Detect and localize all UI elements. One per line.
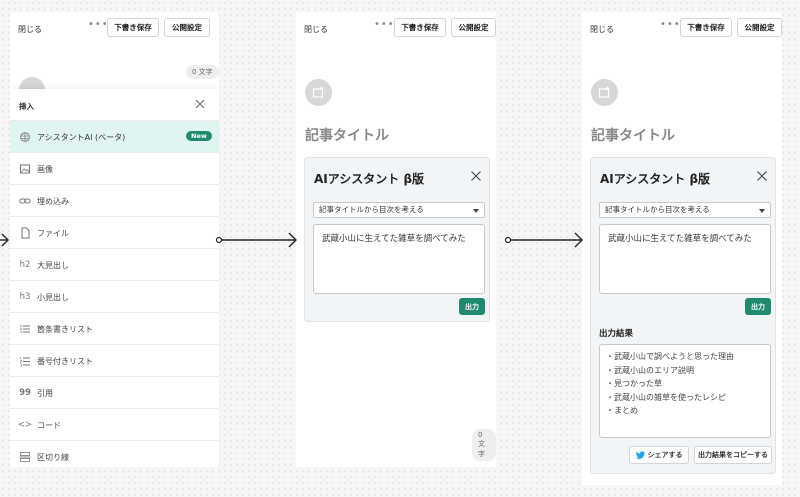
numbered-list-icon — [19, 357, 30, 367]
article-title[interactable]: 記事タイトル — [591, 128, 675, 144]
menu-item-label: 小見出し — [37, 293, 69, 302]
bullet-list-icon — [20, 325, 30, 333]
menu-item-heading-large[interactable]: h2 大見出し — [10, 248, 219, 280]
menu-item-code[interactable]: <> コード — [10, 408, 219, 440]
menu-item-label: 箇条書きリスト — [37, 325, 93, 334]
menu-item-label: ファイル — [37, 229, 69, 238]
share-button-label: シェアする — [647, 451, 683, 459]
save-draft-button[interactable]: 下書き保存 — [107, 18, 159, 37]
article-title[interactable]: 記事タイトル — [305, 128, 389, 144]
save-draft-button[interactable]: 下書き保存 — [680, 18, 732, 37]
menu-item-label: コード — [37, 421, 61, 430]
result-line: ・まとめ — [606, 406, 638, 415]
editor-panel-ai-output: 閉じる ••• 下書き保存 公開設定 記事タイトル AIアシスタント β版 記事… — [582, 12, 782, 485]
chevron-down-icon — [759, 209, 765, 213]
ai-mode-select[interactable]: 記事タイトルから目次を考える — [313, 202, 485, 218]
arrow-into-panel-1 — [0, 233, 9, 247]
menu-item-label: 大見出し — [37, 261, 69, 270]
menu-item-label: 埋め込み — [37, 197, 69, 206]
image-upload-button[interactable] — [591, 79, 618, 106]
arrow-panel-2-to-3 — [504, 232, 583, 248]
twitter-bird-icon — [635, 451, 645, 459]
more-options-icon[interactable]: ••• — [88, 19, 109, 30]
h2-icon: h2 — [19, 260, 31, 270]
ai-prompt-input[interactable]: 武蔵小山に生えてた雑草を調べてみた — [599, 224, 771, 294]
image-upload-button[interactable] — [305, 79, 332, 106]
chevron-down-icon — [473, 209, 479, 213]
publish-settings-button[interactable]: 公開設定 — [737, 18, 782, 37]
ai-assistant-box: AIアシスタント β版 記事タイトルから目次を考える 武蔵小山に生えてた雑草を調… — [304, 157, 490, 322]
menu-item-label: 番号付きリスト — [37, 357, 93, 366]
more-options-icon[interactable]: ••• — [660, 19, 681, 30]
result-label: 出力結果 — [599, 329, 634, 339]
result-line: ・武蔵小山で調べようと思った理由 — [606, 352, 734, 361]
menu-item-label: 画像 — [37, 165, 53, 174]
editor-topbar: 閉じる ••• 下書き保存 公開設定 — [10, 12, 219, 44]
ai-mode-select-value: 記事タイトルから目次を考える — [605, 205, 710, 214]
menu-item-numbered-list[interactable]: 番号付きリスト — [10, 344, 219, 376]
publish-settings-button[interactable]: 公開設定 — [451, 18, 496, 37]
code-icon: <> — [17, 420, 33, 430]
ai-submit-button[interactable]: 出力 — [745, 298, 771, 315]
close-icon[interactable] — [756, 170, 768, 182]
menu-item-file[interactable]: ファイル — [10, 216, 219, 248]
menu-item-divider[interactable]: 区切り線 — [10, 440, 219, 467]
char-count: 0 文字 — [472, 429, 496, 461]
insert-menu: 挿入 アシスタントAI (ベータ) New 画像 — [10, 89, 219, 467]
file-icon — [21, 227, 30, 239]
result-output[interactable]: ・武蔵小山で調べようと思った理由 ・武蔵小山のエリア説明 ・見つかった草 ・武蔵… — [599, 344, 771, 438]
ai-assistant-box: AIアシスタント β版 記事タイトルから目次を考える 武蔵小山に生えてた雑草を調… — [590, 157, 776, 474]
result-line: ・武蔵小山の雑草を使ったレシピ — [606, 392, 726, 402]
menu-item-quote[interactable]: 99 引用 — [10, 376, 219, 408]
add-image-icon — [312, 86, 324, 98]
char-count: 0 文字 — [186, 65, 219, 79]
arrow-panel-1-to-2 — [215, 232, 297, 248]
menu-item-assistant-ai[interactable]: アシスタントAI (ベータ) New — [10, 120, 219, 152]
more-options-icon[interactable]: ••• — [374, 19, 395, 30]
close-icon[interactable] — [193, 97, 207, 111]
image-icon — [20, 164, 30, 174]
copy-result-button[interactable]: 出力結果をコピーする — [694, 446, 772, 464]
close-link[interactable]: 閉じる — [18, 25, 42, 34]
ai-assistant-title: AIアシスタント β版 — [314, 172, 425, 186]
ai-brain-icon — [20, 132, 30, 142]
insert-menu-title: 挿入 — [19, 102, 34, 111]
ai-submit-button[interactable]: 出力 — [459, 298, 485, 315]
editor-panel-ai-input: 閉じる ••• 下書き保存 公開設定 記事タイトル AIアシスタント β版 記事… — [296, 12, 496, 467]
ai-prompt-input[interactable]: 武蔵小山に生えてた雑草を調べてみた — [313, 224, 485, 294]
link-icon — [19, 198, 31, 204]
editor-topbar: 閉じる ••• 下書き保存 公開設定 — [296, 12, 496, 44]
ai-assistant-title: AIアシスタント β版 — [600, 172, 711, 186]
publish-settings-button[interactable]: 公開設定 — [164, 18, 210, 37]
ai-mode-select[interactable]: 記事タイトルから目次を考える — [599, 202, 771, 218]
menu-item-bullet-list[interactable]: 箇条書きリスト — [10, 312, 219, 344]
close-icon[interactable] — [470, 170, 482, 182]
menu-item-heading-small[interactable]: h3 小見出し — [10, 280, 219, 312]
result-line: ・見つかった草 — [606, 379, 662, 388]
result-line: ・武蔵小山のエリア説明 — [606, 365, 694, 375]
close-link[interactable]: 閉じる — [590, 25, 614, 34]
share-button[interactable]: シェアする — [629, 446, 689, 464]
menu-item-image[interactable]: 画像 — [10, 152, 219, 184]
insert-menu-header: 挿入 — [10, 89, 219, 120]
editor-panel-insert-menu: 閉じる ••• 下書き保存 公開設定 0 文字 挿入 アシスタントAI (ベータ… — [10, 12, 219, 467]
close-link[interactable]: 閉じる — [304, 25, 328, 34]
menu-item-embed[interactable]: 埋め込み — [10, 184, 219, 216]
divider-icon — [19, 452, 31, 462]
ai-mode-select-value: 記事タイトルから目次を考える — [319, 205, 424, 214]
menu-item-label: アシスタントAI (ベータ) — [37, 133, 126, 142]
save-draft-button[interactable]: 下書き保存 — [394, 18, 446, 37]
h3-icon: h3 — [19, 292, 31, 302]
menu-item-label: 区切り線 — [37, 453, 69, 462]
add-image-icon — [598, 86, 610, 98]
editor-topbar: 閉じる ••• 下書き保存 公開設定 — [582, 12, 782, 44]
quote-icon: 99 — [19, 388, 31, 398]
new-badge: New — [186, 131, 212, 141]
menu-item-label: 引用 — [37, 389, 53, 398]
